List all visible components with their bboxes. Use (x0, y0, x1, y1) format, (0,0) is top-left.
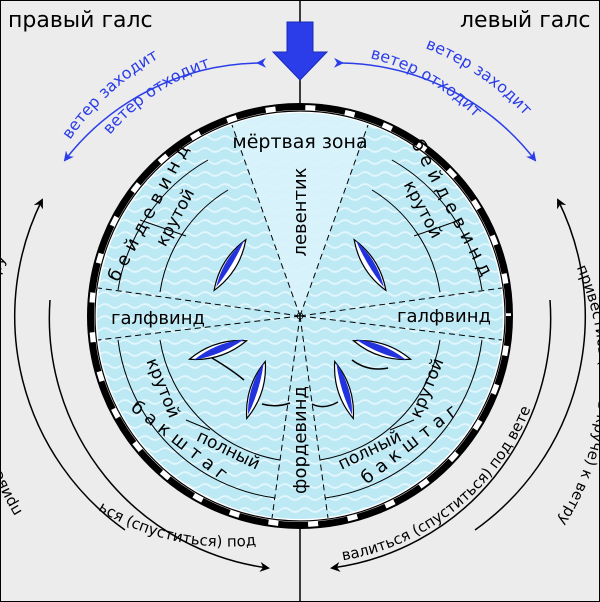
inner-arc-lower-left (117, 339, 276, 499)
dead-zone-edge-right (299, 124, 369, 317)
sub-divider-ul (139, 219, 187, 237)
boat-close-hauled-starboard (213, 238, 247, 292)
sector-line-right-lower (299, 315, 503, 341)
inner-arc-upper-right-2 (371, 189, 441, 293)
sector-line-left-upper (97, 287, 301, 317)
sub-divider-ll (185, 419, 211, 431)
wind-direction-arrow (271, 21, 329, 81)
sub-divider-ur (413, 219, 461, 237)
beam-reach-right-label: галфвинд (397, 306, 491, 327)
boat-broad-reach-port (333, 359, 355, 421)
dead-zone-label: мёртвая зона (232, 131, 367, 153)
boat-close-hauled-port (353, 238, 387, 292)
head-up-arrow-left (13, 198, 126, 531)
running-label: фордевинд (290, 386, 311, 494)
bear-away-arrow-left (48, 299, 270, 572)
inner-arc-lower-right-2 (319, 339, 441, 461)
sector-line-run-right (299, 315, 329, 519)
in-irons-label: левентик (290, 167, 311, 256)
wind-shift-arrow-left (63, 57, 267, 162)
dead-zone-wedge (232, 113, 368, 316)
sub-divider-lr (389, 419, 415, 431)
boat-beam-reach-starboard (187, 339, 249, 361)
compass-ring-inner-border (94, 110, 506, 522)
inner-arc-lower-left-2 (159, 339, 281, 461)
sector-line-right-upper (299, 287, 503, 317)
compass-ring-dashes (88, 104, 512, 528)
starboard-tack-label: правый галс (8, 8, 153, 33)
boat-broad-reach-starboard (245, 359, 267, 421)
inner-arc-upper-left (117, 159, 209, 291)
center-mark (296, 312, 304, 320)
boom-line-left-1 (211, 357, 245, 381)
inner-arc-lower-right (324, 339, 483, 499)
beam-reach-left-label: галфвинд (111, 308, 205, 329)
boom-line-right-1 (351, 359, 389, 370)
inner-arc-upper-right (391, 159, 483, 291)
bear-away-arrow-right (330, 299, 552, 572)
wind-shift-arrow-right (333, 57, 537, 162)
head-up-arrow-right (474, 198, 587, 531)
port-tack-label: левый галс (460, 8, 590, 33)
sector-line-left-lower (97, 315, 301, 341)
boom-line-right-2 (311, 401, 339, 408)
sector-line-run-left (271, 315, 301, 519)
boat-beam-reach-port (351, 339, 413, 361)
boom-line-left-2 (261, 402, 291, 407)
inner-arc-upper-left-2 (159, 189, 229, 293)
dead-zone-edge-left (231, 124, 301, 317)
